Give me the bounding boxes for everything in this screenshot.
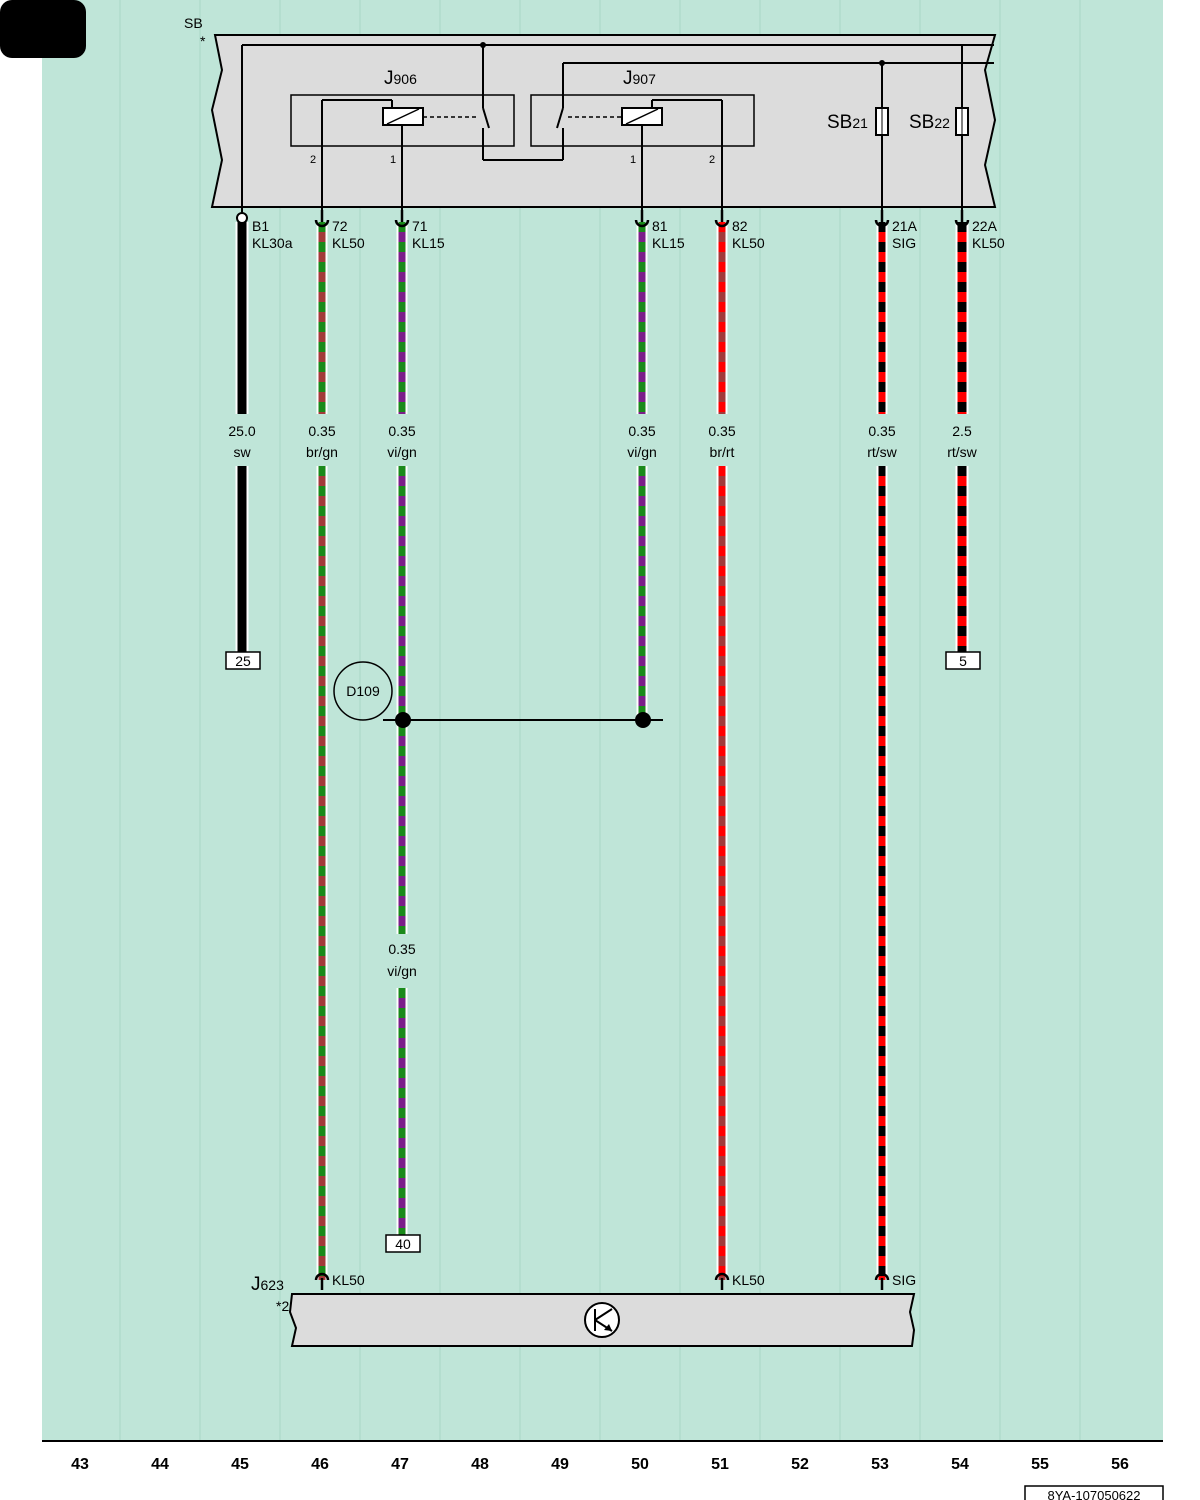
- j906-coil-mark: [386, 108, 420, 125]
- grid-column-number: 45: [231, 1456, 249, 1473]
- reference-25-label: 25: [235, 653, 251, 669]
- wire-71-color-lower: vi/gn: [387, 963, 417, 979]
- grid-column-number: 51: [711, 1456, 729, 1473]
- junction-dot: [480, 42, 486, 48]
- wire-81-pin: 81: [652, 218, 668, 234]
- sheet-id: 8YA-107050622: [1047, 1488, 1140, 1500]
- j907-pin-right: 2: [709, 154, 715, 166]
- grid-column-number: 49: [551, 1456, 569, 1473]
- grid-column-number: 53: [871, 1456, 889, 1473]
- wire-82-size: 0.35: [708, 423, 735, 439]
- sb22-label: SB22: [909, 112, 950, 133]
- reference-40-label: 40: [395, 1236, 411, 1252]
- splice-dot: [395, 712, 411, 728]
- splice-d109-circle: [333, 661, 393, 721]
- wire-21a-pin: 21A: [892, 218, 918, 234]
- j623-pin-kl50-a: KL50: [332, 1272, 365, 1288]
- wire-21a-color: rt/sw: [867, 444, 897, 460]
- sheet-id-box: [1024, 1485, 1164, 1500]
- grid-column-number: 47: [391, 1456, 409, 1473]
- j623-pin-sig: SIG: [892, 1272, 916, 1288]
- j906-relay: [290, 94, 515, 147]
- j907-contact: [556, 107, 564, 129]
- sb-module: [210, 34, 997, 208]
- sb-internal-wiring: [241, 44, 994, 218]
- connector-socket: [394, 219, 410, 228]
- reference-box-5: [945, 651, 981, 670]
- wire-21a-terminal: SIG: [892, 235, 916, 251]
- j906-contact: [482, 107, 490, 129]
- sb-note: *: [200, 33, 206, 49]
- reference-5-label: 5: [959, 653, 967, 669]
- transistor-icon: [594, 1308, 613, 1321]
- wire-b1-terminal: KL30a: [252, 235, 293, 251]
- grid-column-number: 52: [791, 1456, 809, 1473]
- wire-22a-terminal: KL50: [972, 235, 1005, 251]
- connector-socket: [714, 219, 730, 228]
- j623-label: J623: [251, 1274, 284, 1295]
- wire-72-size: 0.35: [308, 423, 335, 439]
- wire-22a-size: 2.5: [952, 423, 972, 439]
- wire-81-color: vi/gn: [627, 444, 657, 460]
- page-tab-marker: [0, 0, 86, 58]
- wire-71-size: 0.35: [388, 423, 415, 439]
- wire-82-pin: 82: [732, 218, 748, 234]
- connector-socket: [874, 1272, 890, 1281]
- sb-label: SB: [184, 15, 203, 31]
- connector-socket: [714, 1272, 730, 1281]
- wire-72-pin: 72: [332, 218, 348, 234]
- j907-pin-left: 1: [630, 154, 636, 166]
- wire-81-size: 0.35: [628, 423, 655, 439]
- wire-71-color: vi/gn: [387, 444, 417, 460]
- wire-b1-color: sw: [233, 444, 251, 460]
- j907-relay: [530, 94, 755, 147]
- j907-label: J907: [623, 68, 656, 89]
- grid-column-number: 55: [1031, 1456, 1049, 1473]
- wires: B1KL30a25.0sw72KL500.35br/gn0.35vi/gn71K…: [228, 210, 1005, 1290]
- j623-pin-kl50-b: KL50: [732, 1272, 765, 1288]
- wire-22a-color: rt/sw: [947, 444, 977, 460]
- splice-dot: [635, 712, 651, 728]
- connector-socket: [954, 219, 970, 228]
- reference-box-40: [385, 1234, 421, 1253]
- wire-71-pin: 71: [412, 218, 428, 234]
- grid-column-number: 43: [71, 1456, 89, 1473]
- wire-b1-size: 25.0: [228, 423, 255, 439]
- wire-82-terminal: KL50: [732, 235, 765, 251]
- wire-22a-pin: 22A: [972, 218, 998, 234]
- connector-socket: [874, 219, 890, 228]
- grid-column-number: 46: [311, 1456, 329, 1473]
- reference-box-25: [225, 651, 261, 670]
- wire-71-terminal: KL15: [412, 235, 445, 251]
- grid-column-number: 48: [471, 1456, 489, 1473]
- connector-socket: [314, 1272, 330, 1281]
- connector-ring: [236, 212, 248, 224]
- wire-72-color: br/gn: [306, 444, 338, 460]
- wire-82-color: br/rt: [710, 444, 735, 460]
- transistor-arrow-icon: [604, 1324, 612, 1331]
- splice-d109-label: D109: [346, 683, 380, 699]
- j906-pin-left: 2: [310, 154, 316, 166]
- grid-column-number: 44: [151, 1456, 169, 1473]
- grid-column-number: 56: [1111, 1456, 1129, 1473]
- j907-coil-mark: [625, 108, 659, 125]
- wire-72-terminal: KL50: [332, 235, 365, 251]
- grid-column-number: 50: [631, 1456, 649, 1473]
- grid-numbers: 43 44 45 46 47 48 49 50 51 52 53 54 55 56: [71, 1456, 1129, 1473]
- wire-b1-pin: B1: [252, 218, 269, 234]
- junction-dot: [879, 60, 885, 66]
- control-unit-icon: [584, 1302, 620, 1338]
- j623-note: *2: [276, 1298, 289, 1314]
- connector-socket: [634, 219, 650, 228]
- sb21-label: SB21: [827, 112, 868, 133]
- wire-81-terminal: KL15: [652, 235, 685, 251]
- j906-pin-right: 1: [390, 154, 396, 166]
- connector-socket: [314, 219, 330, 228]
- wire-71-size-lower: 0.35: [388, 941, 415, 957]
- wire-21a-size: 0.35: [868, 423, 895, 439]
- j906-label: J906: [384, 68, 417, 89]
- grid-column-number: 54: [951, 1456, 969, 1473]
